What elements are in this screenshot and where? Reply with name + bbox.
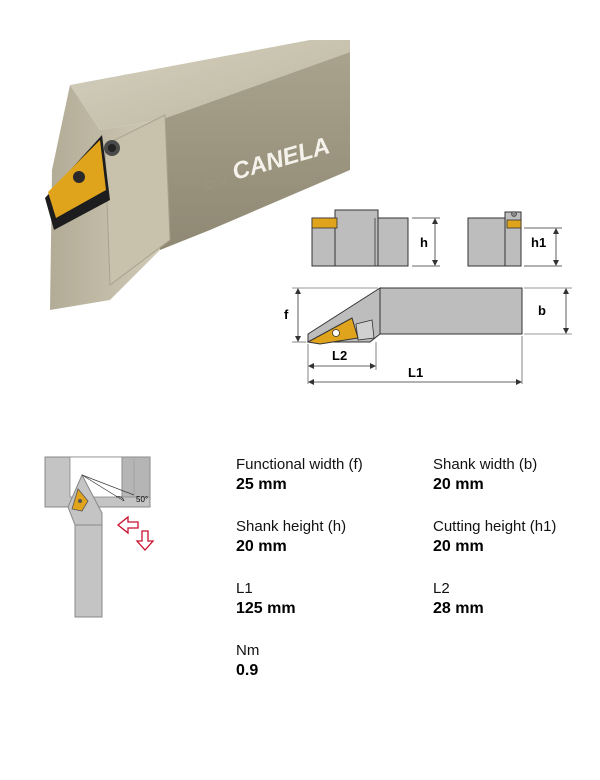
spec-value: 28 mm — [433, 600, 484, 617]
spec-nm: Nm 0.9 — [236, 642, 416, 681]
spec-label: L1 — [236, 580, 253, 597]
spec-label: Shank width (b) — [433, 456, 538, 473]
spec-value: 25 mm — [236, 476, 287, 493]
spec-value: 125 mm — [236, 600, 296, 617]
dim-label-h: h — [420, 235, 428, 250]
application-figure: 50° — [44, 456, 155, 618]
spec-L2: L2 28 mm — [433, 580, 600, 619]
dim-label-L1: L1 — [408, 365, 423, 380]
tool-holder-photo: SV CANELA — [45, 40, 350, 310]
spec-label: Functional width (f) — [236, 456, 363, 473]
front-view-schematic: h h1 — [311, 209, 562, 267]
spec-shank-height: Shank height (h) 20 mm — [236, 518, 416, 557]
feed-arrow-left-icon — [116, 515, 139, 535]
top-view-schematic: f b L2 L1 — [284, 287, 572, 385]
spec-label: Shank height (h) — [236, 518, 347, 535]
spec-shank-width: Shank width (b) 20 mm — [433, 456, 600, 495]
angle-label: 50° — [136, 495, 148, 504]
spec-label: Cutting height (h1) — [433, 518, 557, 535]
spec-L1: L1 125 mm — [236, 580, 416, 619]
dim-label-f: f — [284, 307, 289, 322]
spec-value: 20 mm — [433, 538, 484, 555]
spec-cutting-height: Cutting height (h1) 20 mm — [433, 518, 600, 557]
spec-value: 20 mm — [236, 538, 287, 555]
spec-value: 20 mm — [433, 476, 484, 493]
spec-functional-width: Functional width (f) 25 mm — [236, 456, 416, 495]
dim-label-L2: L2 — [332, 348, 347, 363]
spec-label: L2 — [433, 580, 450, 597]
spec-value: 0.9 — [236, 662, 259, 679]
dim-label-h1: h1 — [531, 235, 546, 250]
spec-label: Nm — [236, 642, 260, 659]
feed-arrow-down-icon — [135, 530, 155, 551]
dim-label-b: b — [538, 303, 546, 318]
